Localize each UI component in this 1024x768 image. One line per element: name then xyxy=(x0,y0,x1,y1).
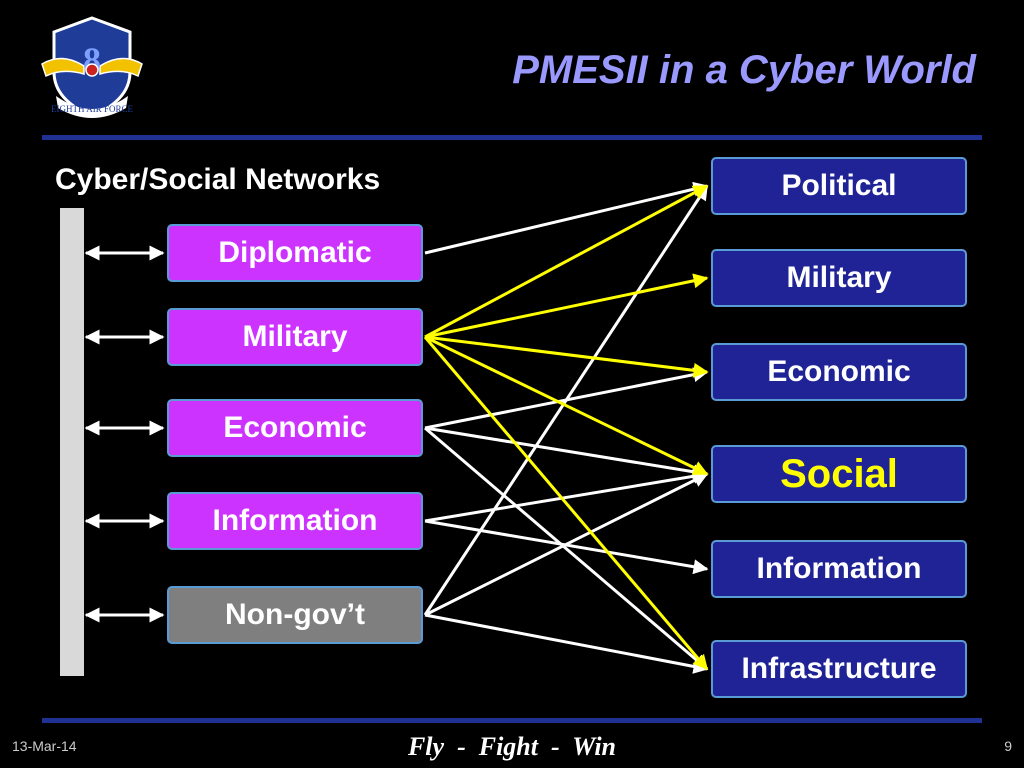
left-node-military: Military xyxy=(167,308,423,366)
bottom-divider xyxy=(42,718,982,723)
connection-arrow xyxy=(424,335,709,378)
network-subtitle: Cyber/Social Networks xyxy=(55,163,381,196)
connection-arrow xyxy=(424,426,709,671)
network-bar xyxy=(60,208,84,676)
right-node-infrastructure: Infrastructure xyxy=(711,640,967,698)
slide-title: PMESII in a Cyber World xyxy=(512,48,976,92)
svg-text:EIGHTH AIR FORCE: EIGHTH AIR FORCE xyxy=(51,104,134,114)
left-node-diplomatic: Diplomatic xyxy=(167,224,423,282)
connection-arrow xyxy=(424,184,709,339)
right-node-social: Social xyxy=(711,445,967,503)
left-node-information: Information xyxy=(167,492,423,550)
right-node-political: Political xyxy=(711,157,967,215)
right-node-economic: Economic xyxy=(711,343,967,401)
connection-arrow xyxy=(424,181,709,255)
left-node-non-govt: Non-gov’t xyxy=(167,586,423,644)
connection-arrow xyxy=(424,273,709,339)
eighth-air-force-logo: 8 EIGHTH AIR FORCE xyxy=(41,16,143,118)
footer-slogan: Fly - Fight - Win xyxy=(407,732,617,761)
connection-arrow xyxy=(424,335,709,476)
top-divider xyxy=(42,135,982,140)
right-node-information: Information xyxy=(711,540,967,598)
right-node-military: Military xyxy=(711,249,967,307)
connection-arrow xyxy=(423,184,709,616)
connection-arrow xyxy=(424,472,709,617)
left-node-economic: Economic xyxy=(167,399,423,457)
connection-arrow xyxy=(424,613,709,674)
connection-arrow xyxy=(424,426,709,480)
connection-arrow xyxy=(424,468,709,523)
connection-arrow xyxy=(423,336,709,671)
footer-date: 13-Mar-14 xyxy=(12,738,77,754)
page-number: 9 xyxy=(1004,738,1012,754)
